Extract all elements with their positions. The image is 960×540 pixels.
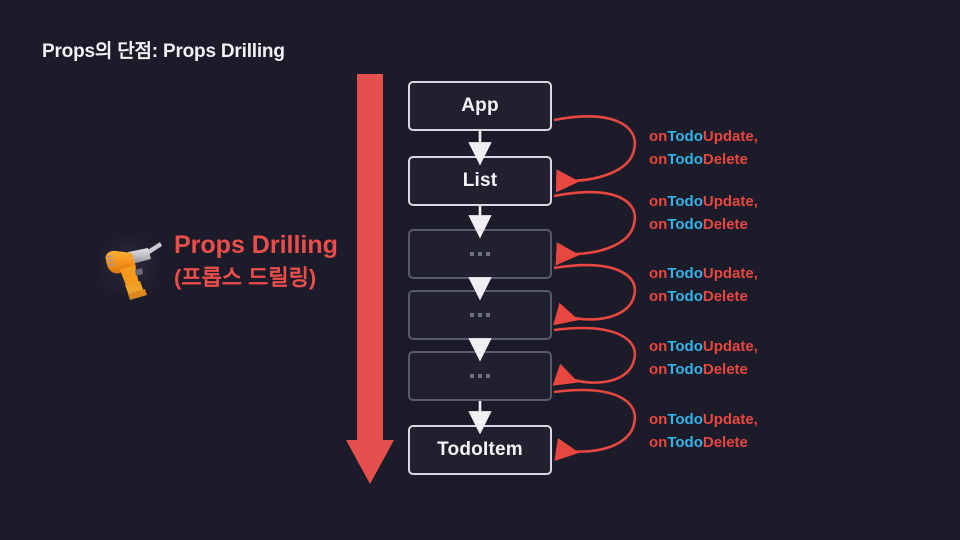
ellipsis-icon bbox=[470, 252, 490, 256]
tree-node-label: App bbox=[461, 95, 499, 116]
prop-label-1: onTodoUpdate, onTodoDelete bbox=[649, 125, 819, 171]
tree-node-list[interactable]: List bbox=[408, 156, 552, 206]
prop-action: Delete bbox=[702, 288, 748, 305]
callback-flow-curves bbox=[552, 115, 637, 461]
prop-action: Delete bbox=[702, 434, 748, 451]
prop-action: Update, bbox=[702, 128, 758, 145]
prop-prefix: on bbox=[649, 288, 668, 305]
concept-text: Props Drilling (프롭스 드릴링) bbox=[174, 228, 344, 294]
prop-label-line: onTodoUpdate, bbox=[649, 262, 819, 285]
prop-label-line: onTodoDelete bbox=[649, 285, 819, 308]
tree-node-label: TodoItem bbox=[437, 439, 523, 460]
page-title: Props의 단점: Props Drilling bbox=[42, 41, 285, 62]
concept-subtitle: (프롭스 드릴링) bbox=[174, 265, 317, 290]
prop-action: Delete bbox=[702, 361, 748, 378]
prop-prefix: on bbox=[649, 193, 668, 210]
prop-label-2: onTodoUpdate, onTodoDelete bbox=[649, 190, 819, 236]
prop-label-line: onTodoDelete bbox=[649, 431, 819, 454]
prop-prefix: on bbox=[649, 128, 668, 145]
prop-prefix: on bbox=[649, 411, 668, 428]
prop-label-line: onTodoUpdate, bbox=[649, 125, 819, 148]
prop-prefix: on bbox=[649, 338, 668, 355]
tree-node-ellipsis-3[interactable] bbox=[408, 351, 552, 401]
prop-entity: Todo bbox=[667, 128, 703, 145]
prop-entity: Todo bbox=[667, 411, 703, 428]
prop-entity: Todo bbox=[667, 151, 703, 168]
prop-prefix: on bbox=[649, 216, 668, 233]
downward-flow-arrow bbox=[346, 74, 394, 484]
prop-action: Update, bbox=[702, 338, 758, 355]
prop-label-4: onTodoUpdate, onTodoDelete bbox=[649, 335, 819, 381]
prop-label-line: onTodoUpdate, bbox=[649, 335, 819, 358]
prop-entity: Todo bbox=[667, 265, 703, 282]
tree-node-todoitem[interactable]: TodoItem bbox=[408, 425, 552, 475]
prop-action: Delete bbox=[702, 216, 748, 233]
tree-node-label: List bbox=[462, 170, 498, 191]
prop-label-line: onTodoDelete bbox=[649, 148, 819, 171]
prop-action: Update, bbox=[702, 411, 758, 428]
prop-prefix: on bbox=[649, 434, 668, 451]
prop-action: Update, bbox=[702, 193, 758, 210]
tree-node-app[interactable]: App bbox=[408, 81, 552, 131]
prop-prefix: on bbox=[649, 361, 668, 378]
prop-entity: Todo bbox=[667, 193, 703, 210]
prop-label-line: onTodoUpdate, bbox=[649, 408, 819, 431]
tree-node-ellipsis-1[interactable] bbox=[408, 229, 552, 279]
prop-action: Update, bbox=[702, 265, 758, 282]
prop-entity: Todo bbox=[667, 338, 703, 355]
prop-label-3: onTodoUpdate, onTodoDelete bbox=[649, 262, 819, 308]
prop-entity: Todo bbox=[667, 434, 703, 451]
prop-entity: Todo bbox=[667, 288, 703, 305]
prop-prefix: on bbox=[649, 151, 668, 168]
ellipsis-icon bbox=[470, 313, 490, 317]
prop-label-5: onTodoUpdate, onTodoDelete bbox=[649, 408, 819, 454]
tree-node-ellipsis-2[interactable] bbox=[408, 290, 552, 340]
ellipsis-icon bbox=[470, 374, 490, 378]
drill-icon bbox=[93, 229, 165, 301]
prop-entity: Todo bbox=[667, 216, 703, 233]
prop-action: Delete bbox=[702, 151, 748, 168]
prop-entity: Todo bbox=[667, 361, 703, 378]
prop-prefix: on bbox=[649, 265, 668, 282]
prop-label-line: onTodoUpdate, bbox=[649, 190, 819, 213]
concept-block: Props Drilling (프롭스 드릴링) bbox=[88, 222, 338, 314]
prop-label-line: onTodoDelete bbox=[649, 358, 819, 381]
prop-label-line: onTodoDelete bbox=[649, 213, 819, 236]
concept-title: Props Drilling bbox=[174, 231, 338, 259]
